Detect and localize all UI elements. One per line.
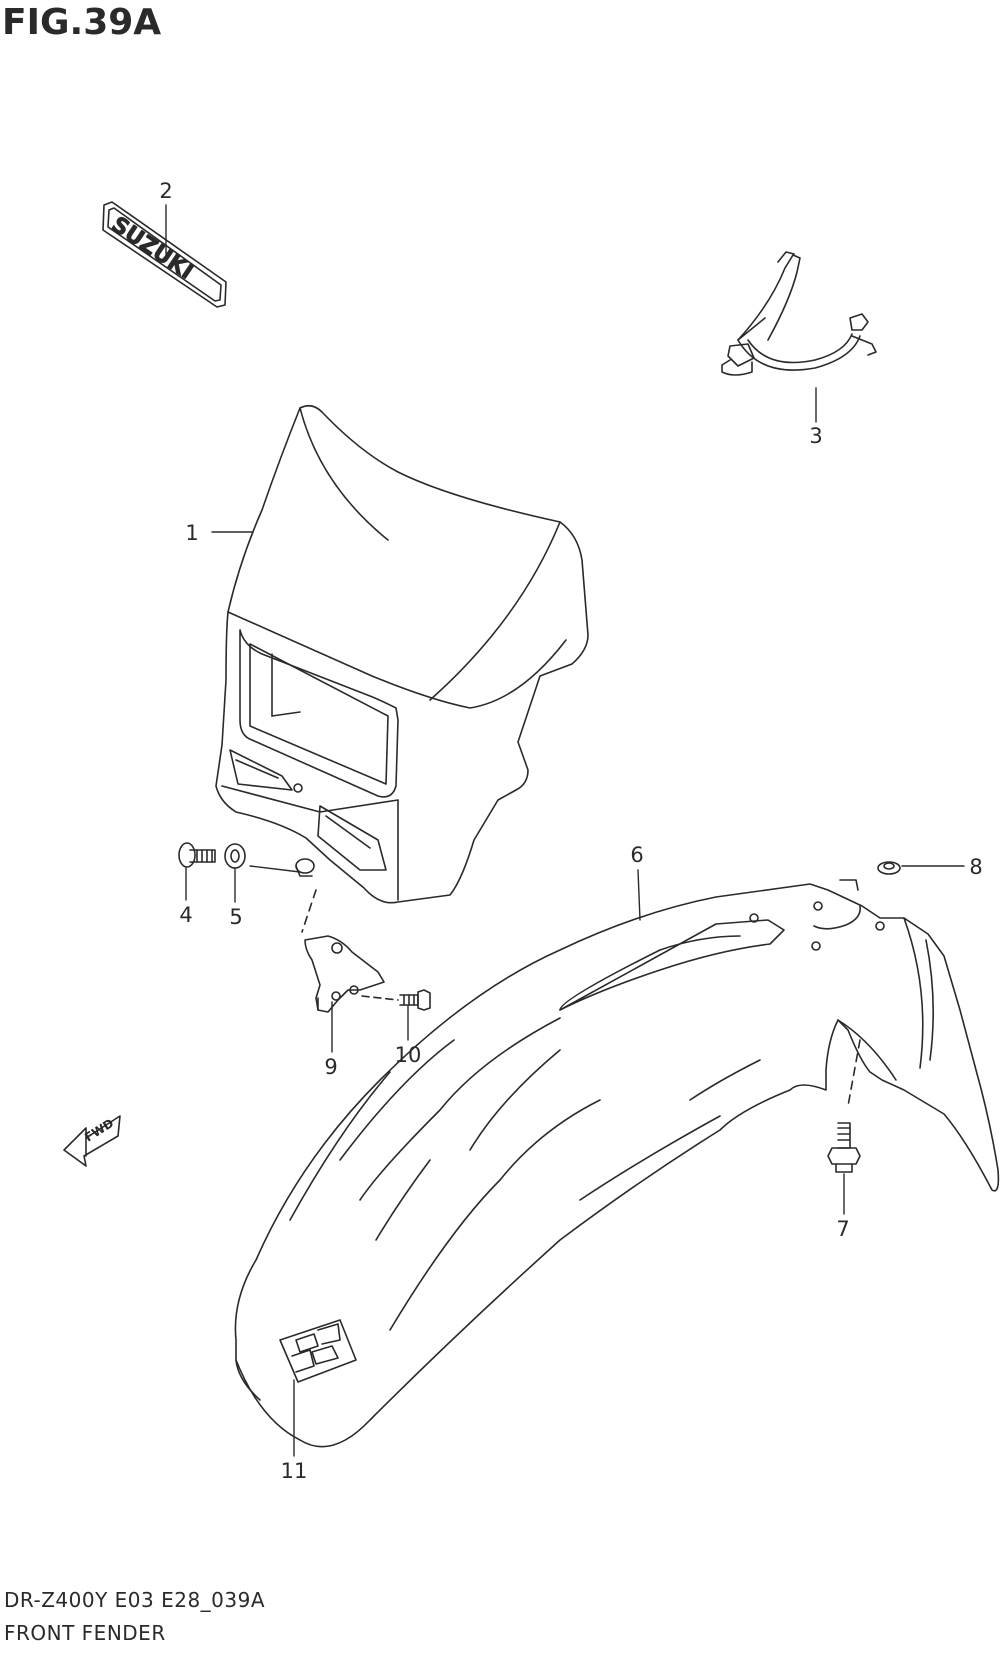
bracket xyxy=(304,935,385,1013)
s-emblem xyxy=(279,1319,357,1383)
figure-title: FIG.39A xyxy=(2,2,162,43)
front-fender xyxy=(234,879,1000,1448)
suzuki-emblem: SUZUKI xyxy=(102,201,227,308)
bracket-bolt xyxy=(399,989,431,1011)
leader-lines xyxy=(165,204,965,1457)
callout-7: 7 xyxy=(836,1217,849,1241)
callout-9: 9 xyxy=(324,1055,337,1079)
callout-4: 4 xyxy=(179,903,192,927)
fender-washer xyxy=(877,861,901,875)
headlight-cover xyxy=(215,404,589,904)
fwd-arrow-icon xyxy=(63,1115,121,1167)
fender-bolt xyxy=(827,1122,861,1173)
callout-6: 6 xyxy=(630,843,643,867)
figure-name: FRONT FENDER xyxy=(4,1621,166,1645)
screw xyxy=(178,842,216,868)
suzuki-emblem-text: SUZUKI xyxy=(107,212,198,285)
callout-8: 8 xyxy=(969,855,982,879)
callout-1: 1 xyxy=(185,521,198,545)
callout-11: 11 xyxy=(281,1459,308,1483)
figure-code: DR-Z400Y E03 E28_039A xyxy=(4,1588,266,1612)
cable-clamp xyxy=(721,251,877,376)
callout-3: 3 xyxy=(809,424,822,448)
callout-2: 2 xyxy=(159,179,172,203)
grommet xyxy=(295,858,315,877)
washer xyxy=(224,843,246,869)
callout-10: 10 xyxy=(395,1043,422,1067)
callout-5: 5 xyxy=(229,905,242,929)
